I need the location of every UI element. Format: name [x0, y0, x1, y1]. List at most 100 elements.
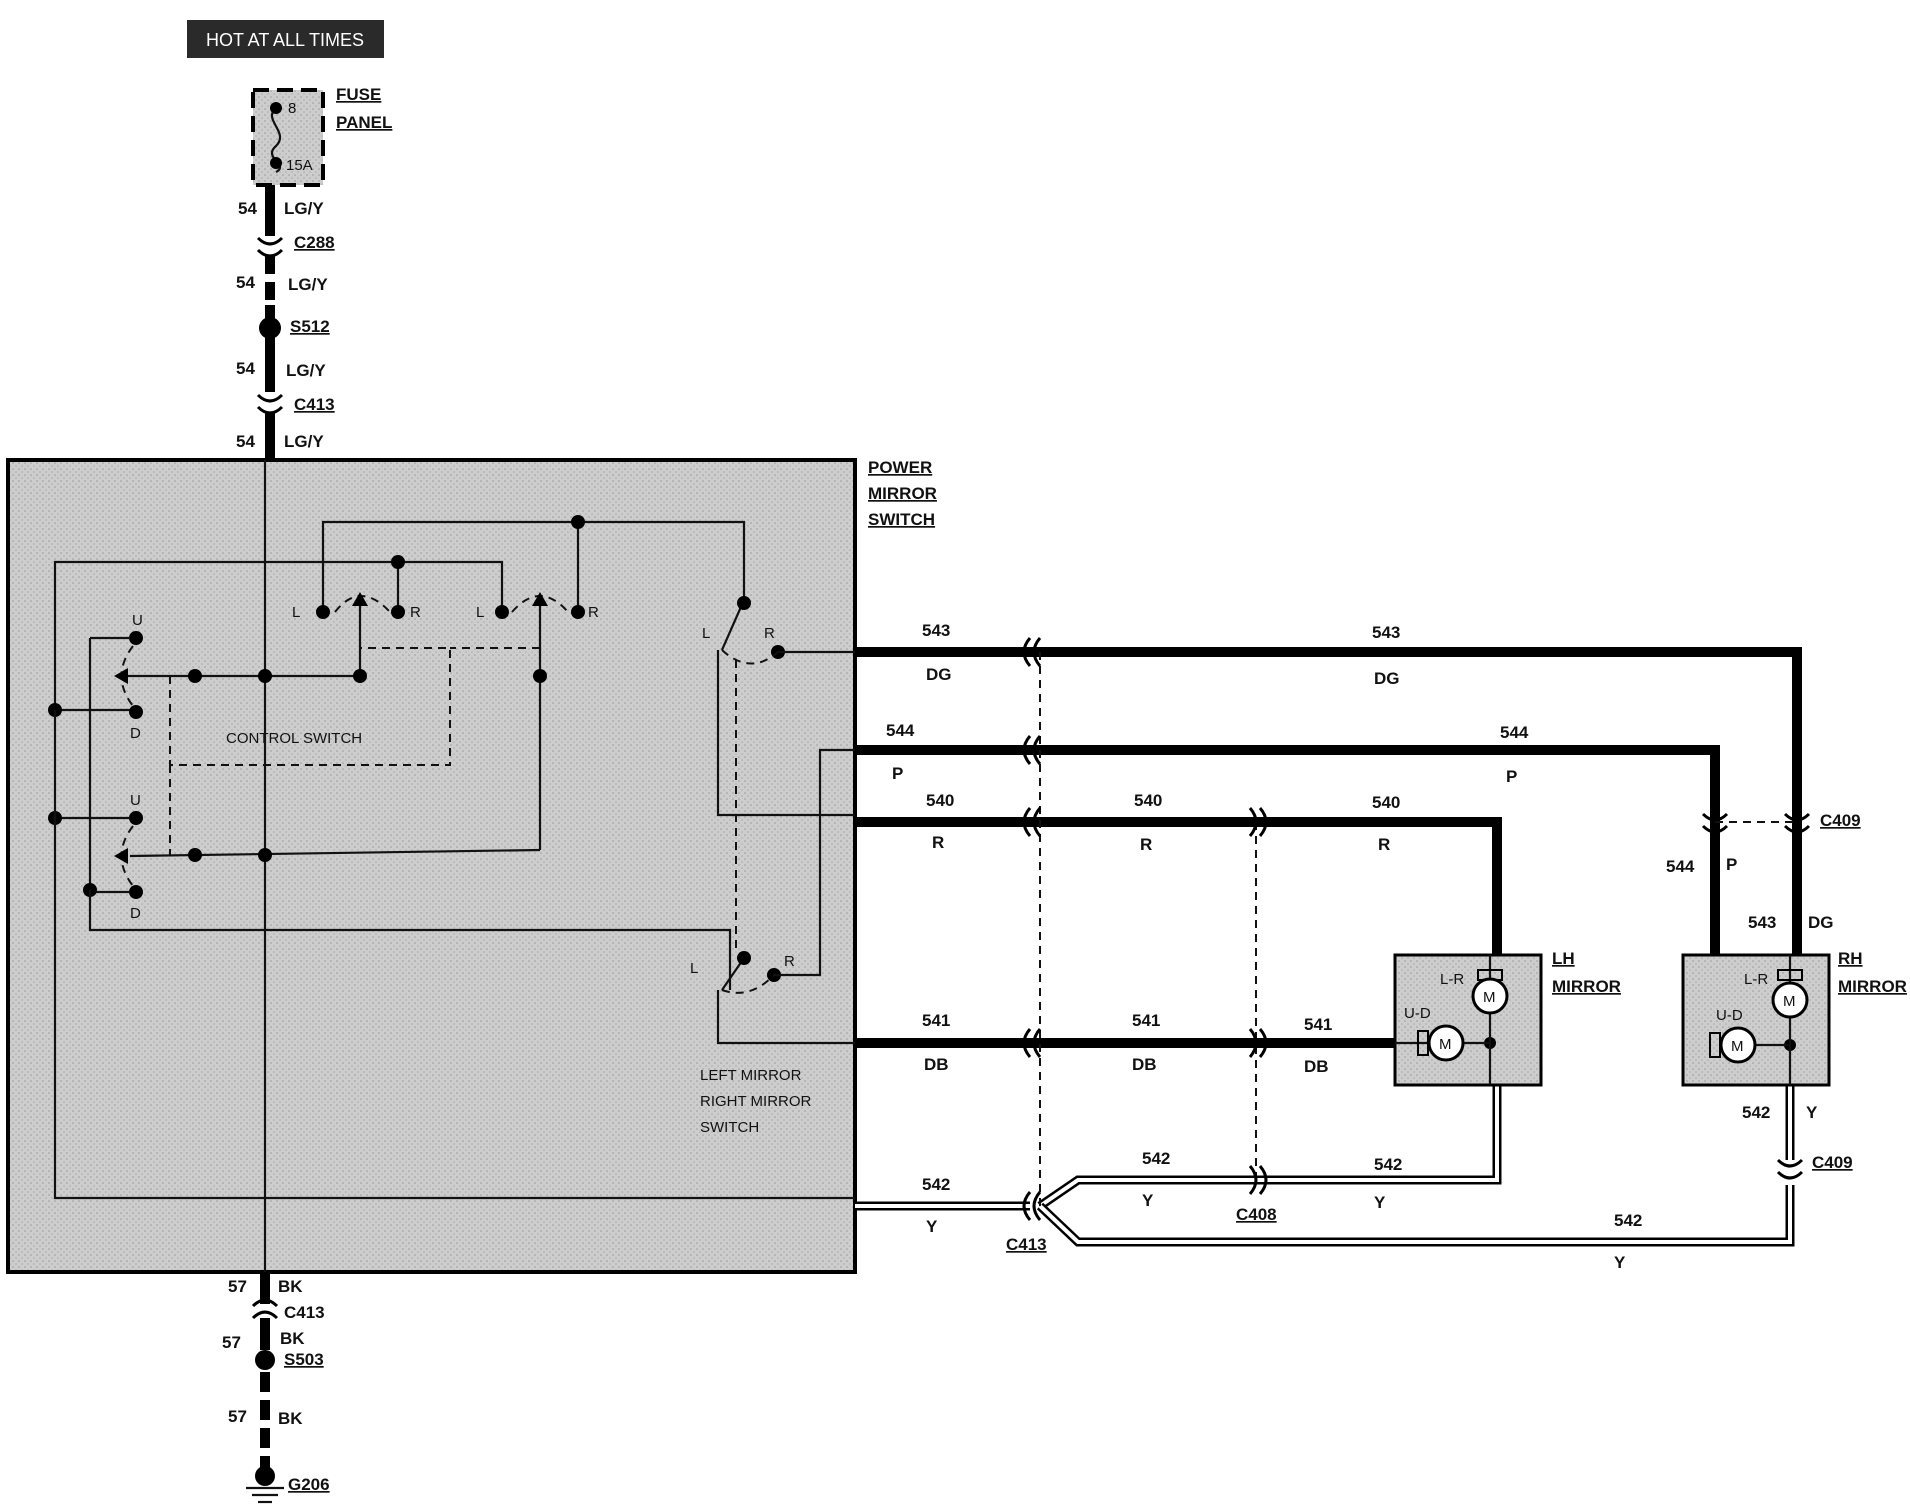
- lh-mirror: M M L-R U-D LH MIRROR: [1393, 949, 1621, 1087]
- feed-circuit-2: 54: [236, 273, 255, 292]
- rh-ud-label: U-D: [1716, 1007, 1743, 1024]
- c540-color-2: R: [1140, 835, 1152, 854]
- connector-c409-label-2: C409: [1812, 1153, 1853, 1172]
- rh-lr-label: L-R: [1744, 971, 1768, 988]
- feed-color-4: LG/Y: [284, 432, 324, 451]
- connector-c408: C408: [1236, 807, 1277, 1224]
- c542-number-2: 542: [1142, 1149, 1170, 1168]
- rh-mirror-label-2: MIRROR: [1838, 977, 1907, 996]
- connector-c408-label: C408: [1236, 1205, 1277, 1224]
- ctrl-r-2: R: [588, 604, 599, 621]
- c542-number-1: 542: [922, 1175, 950, 1194]
- c541-number-3: 541: [1304, 1015, 1332, 1034]
- fuse-panel-label-1: FUSE: [336, 85, 381, 104]
- selector-label-2: RIGHT MIRROR: [700, 1093, 812, 1110]
- c542-color-3: Y: [1374, 1193, 1386, 1212]
- rh-mirror-label-1: RH: [1838, 949, 1863, 968]
- fuse-panel: 8 15A FUSE PANEL: [251, 85, 392, 187]
- fuse-panel-label-2: PANEL: [336, 113, 392, 132]
- c542-number-5: 542: [1742, 1103, 1770, 1122]
- sel-l-2: L: [690, 960, 698, 977]
- ground-circuit-3: 57: [228, 1407, 247, 1426]
- rh-mirror: M M L-R U-D RH MIRROR: [1681, 949, 1907, 1087]
- c544-number-3: 544: [1666, 857, 1695, 876]
- c542-color-4: Y: [1614, 1253, 1626, 1272]
- feed-color-3: LG/Y: [286, 361, 326, 380]
- ctrl-u-1: U: [132, 612, 143, 629]
- c544-number-1: 544: [886, 721, 915, 740]
- sel-r-2: R: [784, 953, 795, 970]
- lh-ud-motor-label: M: [1439, 1036, 1452, 1053]
- c543-number-2: 543: [1372, 623, 1400, 642]
- connector-c413-label: C413: [1006, 1235, 1047, 1254]
- lh-mirror-label-1: LH: [1552, 949, 1575, 968]
- rh-ud-motor-icon: [1719, 1026, 1757, 1064]
- c541-number-2: 541: [1132, 1011, 1160, 1030]
- harness-wires: [855, 647, 1802, 1247]
- connector-c288: C288: [294, 233, 335, 252]
- pms-label-2: MIRROR: [868, 484, 937, 503]
- c540-color-3: R: [1378, 835, 1390, 854]
- badge-text: HOT AT ALL TIMES: [206, 30, 364, 50]
- feed-circuit-1: 54: [238, 199, 257, 218]
- feed-color-2: LG/Y: [288, 275, 328, 294]
- ctrl-d-2: D: [130, 905, 141, 922]
- c540-color-1: R: [932, 833, 944, 852]
- c542-number-4: 542: [1614, 1211, 1642, 1230]
- splice-s503-label: S503: [284, 1350, 324, 1369]
- selector-label-3: SWITCH: [700, 1119, 759, 1136]
- c540-number-2: 540: [1134, 791, 1162, 810]
- lh-ud-label: U-D: [1404, 1005, 1431, 1022]
- splice-s503: [255, 1350, 275, 1370]
- ctrl-d-1: D: [130, 725, 141, 742]
- ground-g206-label: G206: [288, 1475, 330, 1494]
- c541-color-2: DB: [1132, 1055, 1157, 1074]
- rh-lr-motor-icon: [1771, 981, 1809, 1019]
- selector-label-1: LEFT MIRROR: [700, 1067, 802, 1084]
- lh-lr-motor-label: M: [1483, 989, 1496, 1006]
- connector-c413-ground: C413: [284, 1303, 325, 1322]
- c542-color-5: Y: [1806, 1103, 1818, 1122]
- ctrl-r-1: R: [410, 604, 421, 621]
- fuse-rating: 15A: [286, 157, 313, 174]
- ground-circuit-2: 57: [222, 1333, 241, 1352]
- c542-number-3: 542: [1374, 1155, 1402, 1174]
- c543-number-1: 543: [922, 621, 950, 640]
- c542-color-1: Y: [926, 1217, 938, 1236]
- pms-label-1: POWER: [868, 458, 932, 477]
- connector-c409-label-1: C409: [1820, 811, 1861, 830]
- c541-number-1: 541: [922, 1011, 950, 1030]
- lh-lr-label: L-R: [1440, 971, 1464, 988]
- c543-color-2: DG: [1374, 669, 1400, 688]
- lh-mirror-label-2: MIRROR: [1552, 977, 1621, 996]
- wire-labels: 543 DG 543 DG 543 DG 544 P 544 P 544 P 5…: [886, 621, 1834, 1272]
- splice-s512: [259, 317, 281, 339]
- rh-lr-motor-label: M: [1783, 993, 1796, 1010]
- control-switch-label: CONTROL SWITCH: [226, 730, 362, 747]
- ctrl-l-2: L: [476, 604, 484, 621]
- lh-ud-motor-icon: [1427, 1024, 1465, 1062]
- c544-color-1: P: [892, 764, 903, 783]
- c540-number-3: 540: [1372, 793, 1400, 812]
- rh-ud-motor-label: M: [1731, 1038, 1744, 1055]
- c544-color-2: P: [1506, 767, 1517, 786]
- c543-number-3: 543: [1748, 913, 1776, 932]
- c540-number-1: 540: [926, 791, 954, 810]
- connector-c409: C409 C409: [1701, 811, 1861, 1180]
- c541-color-3: DB: [1304, 1057, 1329, 1076]
- connector-c413: C413: [1006, 637, 1047, 1254]
- switch-internal-wiring: L R L R CONTROL SWITCH U D: [48, 460, 855, 1272]
- c542-color-2: Y: [1142, 1191, 1154, 1210]
- c544-color-3: P: [1726, 855, 1737, 874]
- hot-at-all-times-badge: HOT AT ALL TIMES: [187, 20, 384, 58]
- ground-color-1: BK: [278, 1277, 303, 1296]
- ground-wire-57: 57 BK C413 57 BK S503 57 BK G206: [222, 1272, 330, 1504]
- fuse-number: 8: [288, 100, 296, 117]
- ground-color-2: BK: [280, 1329, 305, 1348]
- c543-color-1: DG: [926, 665, 952, 684]
- sel-l-1: L: [702, 625, 710, 642]
- power-mirror-switch-box: POWER MIRROR SWITCH: [6, 458, 937, 1274]
- pms-label-3: SWITCH: [868, 510, 935, 529]
- sel-r-1: R: [764, 625, 775, 642]
